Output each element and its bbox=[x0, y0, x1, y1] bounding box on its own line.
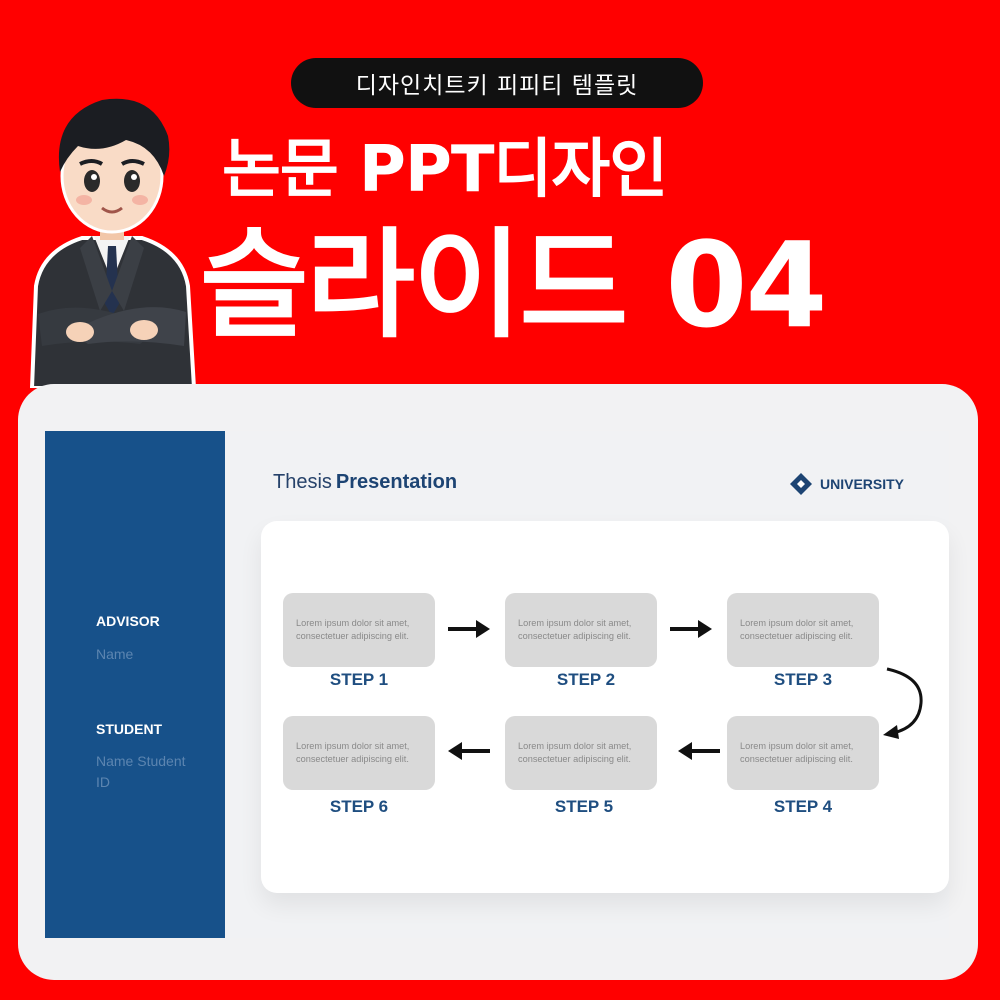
slide-title-bold: Presentation bbox=[335, 471, 458, 493]
step-text-line: consectetuer adipiscing elit. bbox=[296, 754, 409, 764]
step-label-4: STEP 4 bbox=[773, 797, 833, 816]
student-label: STUDENT bbox=[96, 721, 163, 737]
step-text-line: Lorem ipsum dolor sit amet, bbox=[296, 741, 410, 751]
step-label-3: STEP 3 bbox=[773, 670, 833, 689]
step-box-2: Lorem ipsum dolor sit amet, consectetuer… bbox=[505, 593, 657, 667]
slide-title-light: Thesis bbox=[273, 471, 332, 493]
step-text-line: consectetuer adipiscing elit. bbox=[740, 631, 853, 641]
step-text-line: Lorem ipsum dolor sit amet, bbox=[296, 618, 410, 628]
step-text-line: Lorem ipsum dolor sit amet, bbox=[740, 741, 854, 751]
step-text-line: Lorem ipsum dolor sit amet, bbox=[518, 741, 632, 751]
curved-arrow-icon bbox=[883, 667, 923, 739]
step-text-line: consectetuer adipiscing elit. bbox=[518, 754, 631, 764]
headline-line-1: 논문 PPT디자인 bbox=[222, 133, 668, 207]
step-box-4: Lorem ipsum dolor sit amet, consectetuer… bbox=[727, 716, 879, 790]
step-box-3: Lorem ipsum dolor sit amet, consectetuer… bbox=[727, 593, 879, 667]
step-box-6: Lorem ipsum dolor sit amet, consectetuer… bbox=[283, 716, 435, 790]
step-text-line: Lorem ipsum dolor sit amet, bbox=[740, 618, 854, 628]
process-panel: Lorem ipsum dolor sit amet, consectetuer… bbox=[261, 521, 949, 893]
arrow-left-icon bbox=[448, 742, 490, 760]
headline-line-2: 슬라이드 04 bbox=[200, 216, 828, 354]
arrow-right-icon bbox=[448, 620, 490, 638]
step-label-6: STEP 6 bbox=[329, 797, 389, 816]
slide-preview: ADVISOR Name STUDENT Name Student ID The… bbox=[45, 431, 949, 938]
university-text: UNIVERSITY bbox=[820, 476, 905, 492]
step-label-1: STEP 1 bbox=[329, 670, 389, 689]
step-text-line: consectetuer adipiscing elit. bbox=[518, 631, 631, 641]
step-box-1: Lorem ipsum dolor sit amet, consectetuer… bbox=[283, 593, 435, 667]
diamond-logo-icon bbox=[790, 473, 812, 495]
character-illustration bbox=[29, 98, 197, 388]
advisor-label: ADVISOR bbox=[96, 613, 160, 629]
step-box-5: Lorem ipsum dolor sit amet, consectetuer… bbox=[505, 716, 657, 790]
student-value: Name Student ID bbox=[96, 753, 186, 790]
slide-sidebar: ADVISOR Name STUDENT Name Student ID bbox=[45, 431, 225, 938]
university-logo: UNIVERSITY bbox=[790, 473, 904, 495]
template-badge: 디자인치트키 피피티 템플릿 bbox=[291, 58, 703, 108]
step-text-line: consectetuer adipiscing elit. bbox=[296, 631, 409, 641]
arrow-right-icon bbox=[670, 620, 712, 638]
arrow-left-icon bbox=[678, 742, 720, 760]
step-text-line: Lorem ipsum dolor sit amet, bbox=[518, 618, 632, 628]
step-text-line: consectetuer adipiscing elit. bbox=[740, 754, 853, 764]
step-label-5: STEP 5 bbox=[554, 797, 614, 816]
advisor-value: Name bbox=[96, 646, 134, 662]
step-label-2: STEP 2 bbox=[556, 670, 616, 689]
